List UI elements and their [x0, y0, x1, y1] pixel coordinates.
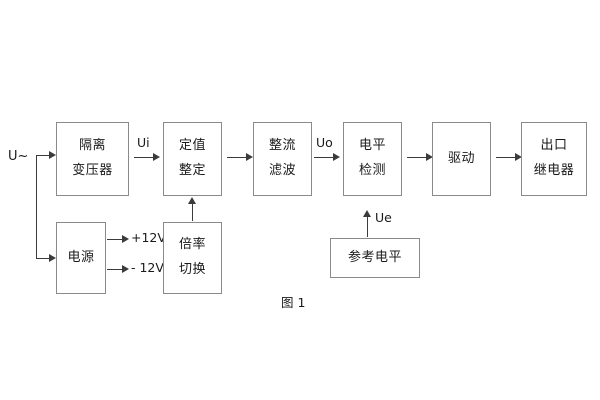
- arrowhead-to-rectify-filter: [246, 153, 253, 161]
- block-line: 继电器: [533, 163, 575, 178]
- signal-label-minus12v: - 12V: [131, 260, 164, 275]
- connector-setting-to-rectify: [227, 157, 247, 158]
- block-power-supply[interactable]: 电源: [56, 222, 106, 294]
- arrowhead-to-isolation-transformer: [49, 151, 56, 159]
- signal-label-plus12v: +12V: [131, 230, 166, 245]
- arrowhead-to-output-relay: [515, 153, 522, 161]
- block-line: 变压器: [72, 163, 113, 178]
- connector-power-plus12v: [107, 239, 123, 240]
- signal-label-ui: Ui: [137, 135, 150, 150]
- block-line: 检测: [358, 163, 386, 178]
- connector-power-minus12v: [107, 269, 123, 270]
- figure-caption: 图 1: [281, 295, 306, 310]
- arrowhead-to-level-detection-vertical: [363, 210, 371, 217]
- connector-isolation-to-setting: [134, 157, 154, 158]
- arrowhead-to-drive: [426, 153, 433, 161]
- connector-level-to-drive: [407, 157, 427, 158]
- block-line: 电源: [67, 249, 95, 265]
- signal-label-uo: Uo: [316, 135, 333, 150]
- block-line: 电平: [358, 138, 386, 154]
- block-setting-value[interactable]: 定值 整定: [163, 122, 222, 196]
- block-line: 出口: [540, 138, 568, 154]
- block-line: 整流: [268, 138, 296, 154]
- block-line: 整定: [178, 163, 206, 178]
- block-output-relay[interactable]: 出口 继电器: [521, 122, 587, 196]
- connector-multiplier-to-setting: [192, 200, 193, 221]
- arrowhead-minus12v: [122, 265, 129, 273]
- block-line: 驱动: [447, 150, 475, 166]
- connector-drive-to-output-relay: [496, 157, 516, 158]
- input-bus-vertical: [36, 155, 37, 258]
- connector-reference-to-level: [367, 214, 368, 237]
- input-bus-bottom-horizontal: [36, 258, 50, 259]
- block-line: 定值: [178, 138, 206, 154]
- block-rectify-filter[interactable]: 整流 滤波: [253, 122, 312, 196]
- arrowhead-to-level-detection: [333, 153, 340, 161]
- block-reference-level[interactable]: 参考电平: [330, 238, 420, 278]
- arrowhead-plus12v: [122, 235, 129, 243]
- block-level-detection[interactable]: 电平 检测: [343, 122, 402, 196]
- arrowhead-to-setting-value-vertical: [188, 197, 196, 204]
- block-line: 隔离: [78, 138, 106, 154]
- arrowhead-to-power-supply: [49, 254, 56, 262]
- connector-rectify-to-level: [314, 157, 334, 158]
- input-voltage-label: U~: [8, 149, 29, 164]
- block-isolation-transformer[interactable]: 隔离 变压器: [56, 122, 129, 196]
- block-drive[interactable]: 驱动: [432, 122, 491, 196]
- block-line: 参考电平: [347, 249, 402, 265]
- arrowhead-to-setting-value: [153, 153, 160, 161]
- block-line: 切换: [178, 262, 206, 277]
- block-line: 滤波: [268, 163, 296, 178]
- block-line: 倍率: [178, 237, 206, 253]
- signal-label-ue: Ue: [375, 210, 392, 225]
- block-multiplier-switch[interactable]: 倍率 切换: [163, 222, 222, 294]
- input-bus-top-horizontal: [36, 155, 50, 156]
